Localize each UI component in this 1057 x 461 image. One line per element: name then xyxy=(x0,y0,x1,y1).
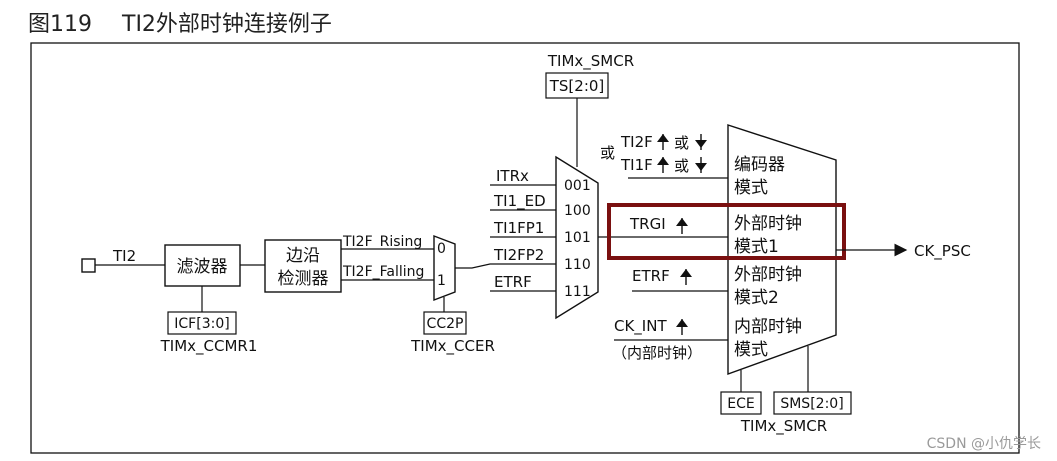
mode-encoder-line1: 编码器 xyxy=(734,155,785,175)
icf-register-box xyxy=(167,311,237,335)
ti2f-rising-label: TI2F_Rising xyxy=(342,234,422,250)
smcr-bottom-label: TIMx_SMCR xyxy=(740,417,827,436)
trgi-label: TRGI xyxy=(629,215,666,233)
mux1-input-0: 0 xyxy=(437,241,446,257)
ti2f-or-label: 或 xyxy=(674,134,689,152)
ece-register-box xyxy=(720,391,762,415)
mode-int-line1: 内部时钟 xyxy=(734,317,802,337)
diagram-frame xyxy=(30,42,1020,454)
edge-detector-block xyxy=(264,239,342,293)
ck-psc-label: CK_PSC xyxy=(914,242,971,261)
ts-field-label: TS[2:0] xyxy=(549,77,605,95)
ti1fp1-label: TI1FP1 xyxy=(493,219,544,237)
select-001: 001 xyxy=(564,178,591,194)
edge-detector-label-1: 边沿 xyxy=(286,246,320,266)
mode-int-line2: 模式 xyxy=(734,340,768,360)
filter-label: 滤波器 xyxy=(177,257,228,277)
figure-caption: TI2外部时钟连接例子 xyxy=(122,12,332,37)
external-clock-mode1-highlight xyxy=(607,203,846,260)
ece-field-label: ECE xyxy=(727,396,754,412)
smcr-top-label: TIMx_SMCR xyxy=(547,52,634,71)
select-110: 110 xyxy=(564,257,591,273)
mode-ext2-line1: 外部时钟 xyxy=(734,265,802,285)
ti2f-edge-label: TI2F xyxy=(620,133,653,151)
etrf-input-label: ETRF xyxy=(494,273,532,291)
ti1f-edge-label: TI1F xyxy=(620,156,653,174)
mode-ext1-line2: 模式1 xyxy=(734,237,779,257)
filter-block xyxy=(164,244,241,287)
ti2fp2-label: TI2FP2 xyxy=(493,246,544,264)
ti2-label: TI2 xyxy=(112,247,136,265)
cc2p-field-label: CC2P xyxy=(427,316,464,332)
mode-ext2-line2: 模式2 xyxy=(734,288,779,308)
select-100: 100 xyxy=(564,203,591,219)
ccmr1-label: TIMx_CCMR1 xyxy=(160,337,258,356)
sms-field-label: SMS[2:0] xyxy=(780,396,843,412)
ccer-label: TIMx_CCER xyxy=(410,337,495,356)
mux1-output-wire xyxy=(455,263,556,269)
ti2f-falling-label: TI2F_Falling xyxy=(342,264,424,280)
edge-detector-label-2: 检测器 xyxy=(278,269,329,289)
polarity-mux xyxy=(433,234,456,302)
trigger-select-mux xyxy=(555,155,599,320)
sms-register-box xyxy=(773,391,852,415)
itrx-label: ITRx xyxy=(496,167,529,185)
icf-field-label: ICF[3:0] xyxy=(174,316,229,332)
mux1-input-1: 1 xyxy=(437,273,446,289)
internal-clock-note: （内部时钟） xyxy=(612,344,702,362)
or-left-label: 或 xyxy=(600,144,615,162)
ti2-input-pin xyxy=(81,258,96,273)
ti1-ed-label: TI1_ED xyxy=(493,192,546,211)
figure-number: 图119 xyxy=(28,12,92,37)
mode-encoder-line2: 模式 xyxy=(734,178,768,198)
watermark: CSDN @小仇学长 xyxy=(926,436,1041,452)
clock-mode-mux xyxy=(727,124,837,375)
ck-int-label: CK_INT xyxy=(614,317,667,336)
mode-ext1-line1: 外部时钟 xyxy=(734,214,802,234)
ts-register-box xyxy=(545,72,609,99)
ti1f-or-label: 或 xyxy=(674,157,689,175)
select-111: 111 xyxy=(564,284,591,300)
select-101: 101 xyxy=(564,230,591,246)
figure-title: 图119 TI2外部时钟连接例子 xyxy=(28,6,332,38)
etrf-mode2-label: ETRF xyxy=(632,267,670,285)
cc2p-register-box xyxy=(423,311,467,335)
